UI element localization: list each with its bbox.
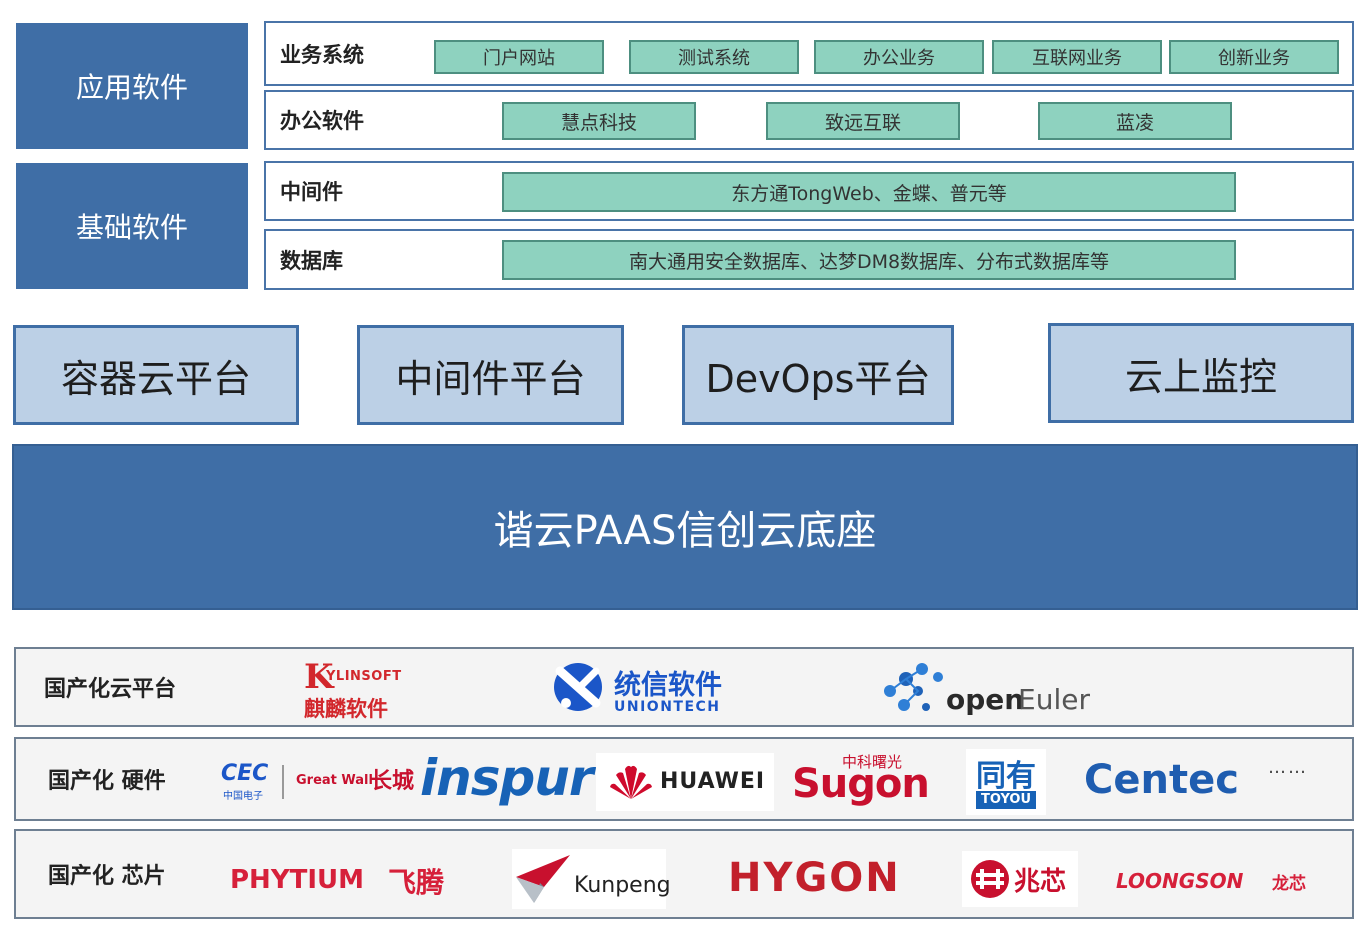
toyou-en: TOYOU: [976, 791, 1036, 809]
cec-en: CEC: [221, 761, 269, 786]
openeuler-icon: [882, 661, 954, 717]
kylinsoft-k: K: [304, 657, 334, 697]
business-system-label: 业务系统: [280, 42, 364, 67]
huawei-logo: HUAWEI: [596, 753, 774, 811]
middleware-row: 中间件 东方通TongWeb、金蝶、普元等: [264, 161, 1354, 221]
greatwall-cn: 长城: [370, 768, 415, 794]
greatwall-en: Great Wall: [296, 773, 373, 788]
sugon-cn: 中科曙光: [842, 753, 903, 771]
item-huidian: 慧点科技: [502, 102, 696, 140]
item-portal: 门户网站: [434, 40, 604, 74]
app-software-block: 应用软件: [16, 23, 248, 149]
domestic-cloud-label: 国产化云平台: [44, 677, 177, 702]
openeuler-euler: Euler: [1018, 683, 1090, 716]
platform-container-cloud: 容器云平台: [13, 325, 299, 425]
domestic-cloud-row: 国产化云平台 K YLINSOFT 麒麟软件 统信软件 UNIONTECH op…: [14, 647, 1354, 727]
base-software-title: 基础软件: [75, 211, 188, 244]
sugon-logo: Sugon: [792, 761, 930, 807]
openeuler-open: open: [946, 683, 1025, 716]
platform-devops: DevOps平台: [682, 325, 954, 425]
database-label: 数据库: [280, 248, 343, 273]
uniontech-icon: [552, 659, 604, 715]
cec-cn: 中国电子: [223, 791, 263, 802]
huawei-flower-icon: [610, 765, 652, 799]
hygon-logo: HYGON: [728, 855, 901, 901]
business-system-row: 业务系统 门户网站 测试系统 办公业务 互联网业务 创新业务: [264, 21, 1354, 86]
domestic-hardware-label: 国产化 硬件: [48, 769, 166, 794]
item-office-business: 办公业务: [814, 40, 984, 74]
item-middleware-vendors: 东方通TongWeb、金蝶、普元等: [502, 172, 1236, 212]
platform-middleware-label: 中间件平台: [395, 356, 586, 401]
platform-devops-label: DevOps平台: [705, 356, 931, 401]
toyou-cn: 同有: [976, 759, 1036, 794]
uniontech-cn: 统信软件: [614, 670, 722, 701]
domestic-chip-label: 国产化 芯片: [48, 864, 166, 889]
phytium-cn: 飞腾: [388, 866, 445, 899]
zhaoxin-emblem-icon: [971, 860, 1009, 898]
platform-middleware: 中间件平台: [357, 325, 624, 425]
domestic-chip-row: 国产化 芯片 PHYTIUM 飞腾 Kunpeng HYGON 兆芯 LOONG…: [14, 829, 1354, 919]
item-innovation-business: 创新业务: [1169, 40, 1339, 74]
kylinsoft-cn: 麒麟软件: [304, 697, 388, 721]
phytium-en: PHYTIUM: [230, 865, 365, 895]
item-internet-business: 互联网业务: [992, 40, 1162, 74]
more-ellipsis: ……: [1268, 757, 1308, 778]
kunpeng-bird-icon: [516, 855, 570, 903]
huawei-text: HUAWEI: [660, 769, 766, 794]
loongson-cn: 龙芯: [1272, 874, 1306, 894]
item-test-system: 测试系统: [629, 40, 799, 74]
kylinsoft-logo: K YLINSOFT 麒麟软件: [304, 657, 414, 721]
platform-container-cloud-label: 容器云平台: [60, 356, 251, 401]
paas-base-block: 谐云PAAS信创云底座: [12, 444, 1358, 610]
office-software-label: 办公软件: [280, 109, 364, 133]
kylinsoft-en: YLINSOFT: [326, 669, 402, 684]
item-zhiyuan: 致远互联: [766, 102, 960, 140]
inspur-logo: inspur: [420, 749, 594, 807]
kunpeng-text: Kunpeng: [574, 873, 671, 898]
cec-logo: CEC 中国电子: [221, 761, 275, 802]
item-database-vendors: 南大通用安全数据库、达梦DM8数据库、分布式数据库等: [502, 240, 1236, 280]
app-software-title: 应用软件: [75, 71, 188, 104]
zhaoxin-text: 兆芯: [1014, 867, 1067, 897]
middleware-label: 中间件: [280, 180, 343, 204]
uniontech-en: UNIONTECH: [614, 699, 721, 715]
platform-cloud-monitoring-label: 云上监控: [1124, 354, 1277, 399]
centec-logo: Centec: [1084, 757, 1239, 803]
office-software-row: 办公软件 慧点科技 致远互联 蓝凌: [264, 90, 1354, 150]
item-landray: 蓝凌: [1038, 102, 1232, 140]
kunpeng-logo: Kunpeng: [512, 849, 671, 909]
base-software-block: 基础软件: [16, 163, 248, 289]
platform-cloud-monitoring: 云上监控: [1048, 323, 1354, 423]
paas-base-title: 谐云PAAS信创云底座: [493, 508, 877, 554]
domestic-hardware-row: 国产化 硬件 CEC 中国电子 Great Wall 长城 inspur HUA…: [14, 737, 1354, 821]
toyou-logo: 同有 TOYOU: [966, 749, 1046, 815]
loongson-en: LOONGSON: [1116, 869, 1244, 893]
cec-greatwall-divider: [282, 765, 284, 799]
database-row: 数据库 南大通用安全数据库、达梦DM8数据库、分布式数据库等: [264, 229, 1354, 290]
zhaoxin-logo: 兆芯: [962, 851, 1078, 907]
